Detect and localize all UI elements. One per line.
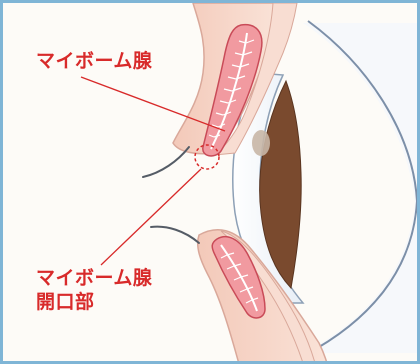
upper-eyelash — [143, 147, 189, 177]
orifice-leader-line — [101, 169, 201, 265]
orifice-label-line2: 開口部 — [36, 290, 152, 314]
iris-highlight — [252, 130, 270, 156]
orifice-label: マイボーム腺 開口部 — [36, 266, 152, 314]
orifice-label-line1: マイボーム腺 — [36, 266, 152, 290]
lower-eyelash — [151, 227, 199, 243]
meibomian-gland-label: マイボーム腺 — [36, 49, 152, 73]
